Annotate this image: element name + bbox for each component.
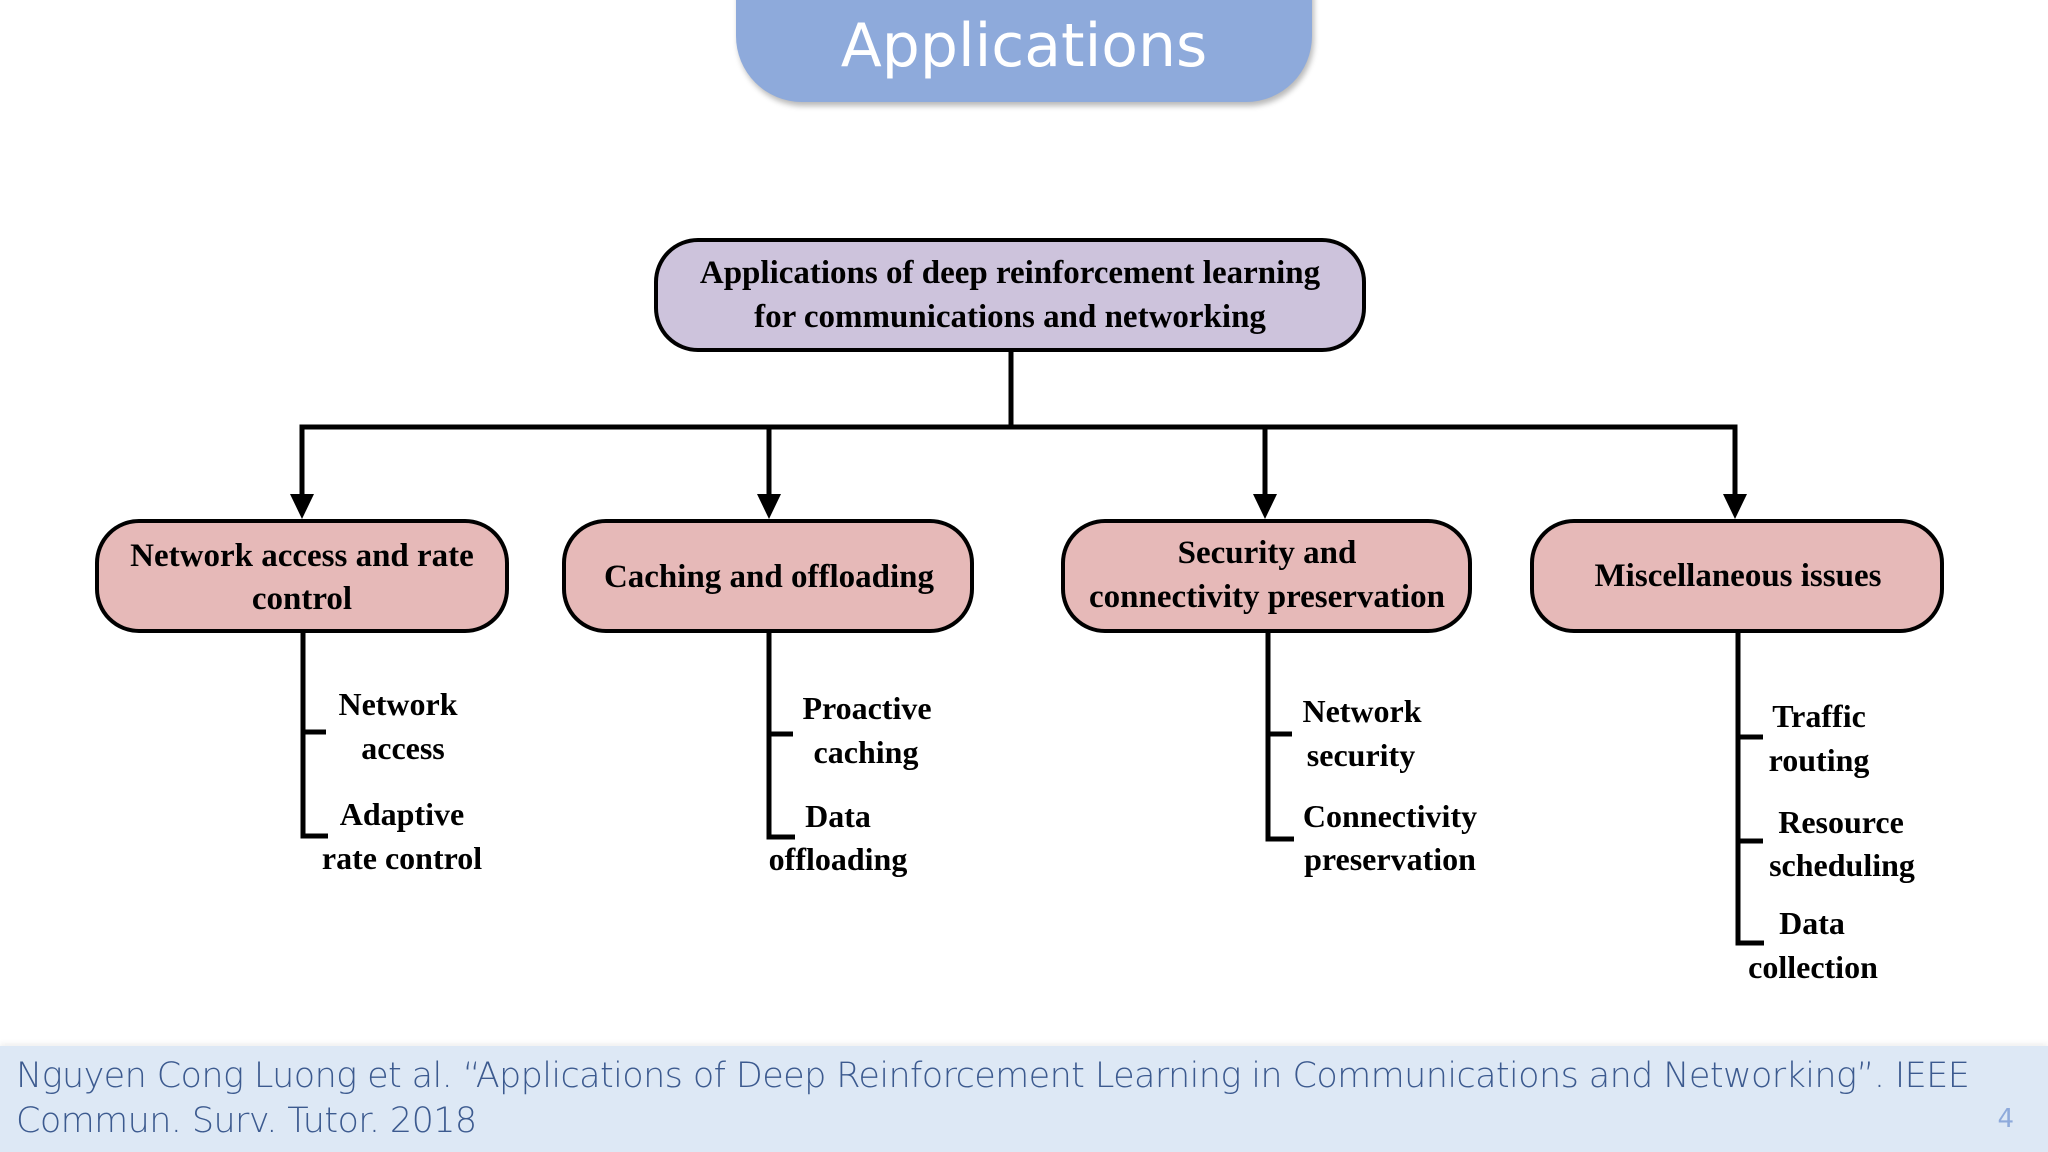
leaf-resource-scheduling-l2: scheduling <box>1769 847 1915 883</box>
leaf-connectivity-preservation-l2: preservation <box>1304 841 1476 877</box>
leaf-connectors <box>300 631 1764 946</box>
leaf-adaptive-rate-l1: Adaptive <box>340 796 464 832</box>
leaf-network-access-l2: access <box>361 730 445 766</box>
branch-category-2 <box>766 631 795 840</box>
root-node-line-2: for communications and networking <box>754 299 1266 335</box>
arrowheads <box>290 494 1747 519</box>
category-caching-offloading: Caching and offloading <box>562 519 974 633</box>
leaf-resource-scheduling-l1: Resource <box>1778 804 1904 840</box>
category-label-line-1: Caching and offloading <box>604 559 935 595</box>
category-label-line-1: Security and <box>1178 535 1357 571</box>
category-miscellaneous: Miscellaneous issues <box>1530 519 1944 633</box>
taxonomy-diagram: Applications of deep reinforcement learn… <box>95 238 1944 985</box>
arrowhead-icon <box>757 494 781 519</box>
leaf-traffic-routing-l1: Traffic <box>1772 698 1866 734</box>
leaf-data-collection-l2: collection <box>1748 949 1878 985</box>
category-network-access: Network access and rate control <box>95 519 509 633</box>
branch-category-1 <box>300 631 328 839</box>
category-label-line-1: Network access and rate <box>130 538 474 574</box>
slide-title-banner: Applications <box>736 0 1312 102</box>
category-security-connectivity: Security and connectivity preservation <box>1061 519 1472 633</box>
leaf-adaptive-rate-l2: rate control <box>322 840 482 876</box>
leaf-items: Network access Adaptive rate control Pro… <box>322 686 1915 985</box>
category-label-line-1: Miscellaneous issues <box>1595 558 1882 594</box>
root-node: Applications of deep reinforcement learn… <box>654 238 1366 352</box>
slide-title: Applications <box>840 11 1208 81</box>
category-label-line-2: control <box>252 581 352 617</box>
branch-category-4 <box>1735 631 1764 946</box>
leaf-data-collection-l1: Data <box>1779 905 1845 941</box>
arrowhead-icon <box>290 494 314 519</box>
leaf-data-offloading-l1: Data <box>805 798 871 834</box>
leaf-network-security-l2: security <box>1307 737 1415 773</box>
branch-category-3 <box>1265 631 1294 842</box>
leaf-proactive-caching-l1: Proactive <box>802 690 931 726</box>
leaf-network-security-l1: Network <box>1302 693 1421 729</box>
leaf-connectivity-preservation-l1: Connectivity <box>1303 798 1477 834</box>
leaf-traffic-routing-l2: routing <box>1769 742 1870 778</box>
root-connectors <box>299 350 1738 497</box>
citation-footer: Nguyen Cong Luong et al. “Applications o… <box>0 1046 2048 1152</box>
leaf-proactive-caching-l2: caching <box>814 734 919 770</box>
category-bus <box>299 424 1738 497</box>
page-number: 4 <box>1997 1104 2014 1134</box>
leaf-network-access-l1: Network <box>338 686 457 722</box>
arrowhead-icon <box>1253 494 1277 519</box>
arrowhead-icon <box>1723 494 1747 519</box>
citation-text: Nguyen Cong Luong et al. “Applications o… <box>16 1056 1970 1141</box>
leaf-data-offloading-l2: offloading <box>769 841 908 877</box>
category-label-line-2: connectivity preservation <box>1089 579 1445 615</box>
root-node-line-1: Applications of deep reinforcement learn… <box>700 255 1321 291</box>
